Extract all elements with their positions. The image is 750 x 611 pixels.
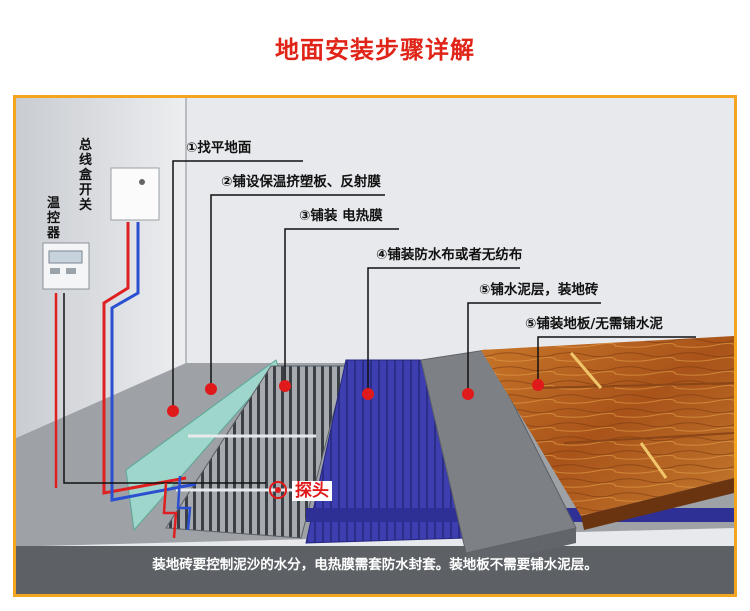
floor-edge	[16, 546, 734, 594]
thermostat-device	[42, 242, 90, 290]
diagram-frame: ①找平地面 ②铺设保温挤塑板、反射膜 ③铺装 电热膜 ④铺装防水布或者无纺布 ⑤…	[13, 95, 737, 597]
leader-lines	[172, 160, 696, 408]
thermostat-label: 温控器	[46, 196, 60, 241]
step-3-label: ③铺装 电热膜	[299, 208, 383, 224]
probe-label: 探头	[292, 481, 332, 501]
step-1-label: ①找平地面	[186, 140, 252, 156]
probe-marker	[269, 481, 287, 499]
page-title: 地面安装步骤详解	[275, 36, 475, 64]
step-6-label: ⑤铺装地板/无需铺水泥	[525, 316, 663, 332]
marker-4	[362, 388, 374, 400]
scene-illustration	[16, 98, 737, 594]
probe-wire	[63, 293, 266, 484]
installation-scene: ①找平地面 ②铺设保温挤塑板、反射膜 ③铺装 电热膜 ④铺装防水布或者无纺布 ⑤…	[16, 98, 737, 594]
marker-5	[462, 388, 474, 400]
marker-1	[167, 405, 179, 417]
step-4-label: ④铺装防水布或者无纺布	[376, 247, 523, 263]
step-2-label: ②铺设保温挤塑板、反射膜	[221, 174, 381, 190]
step-5-label: ⑤铺水泥层，装地砖	[479, 282, 599, 298]
marker-3	[279, 380, 291, 392]
switch-box-label: 总线盒开关	[78, 138, 92, 213]
step-markers	[167, 379, 544, 417]
wire-blue	[110, 222, 197, 502]
marker-6	[532, 379, 544, 391]
switch-box	[110, 167, 160, 221]
footer-note: 装地砖要控制泥沙的水分，电热膜需套防水封套。装地板不需要铺水泥层。	[152, 557, 598, 573]
wire-red	[102, 222, 187, 495]
marker-2	[205, 383, 217, 395]
